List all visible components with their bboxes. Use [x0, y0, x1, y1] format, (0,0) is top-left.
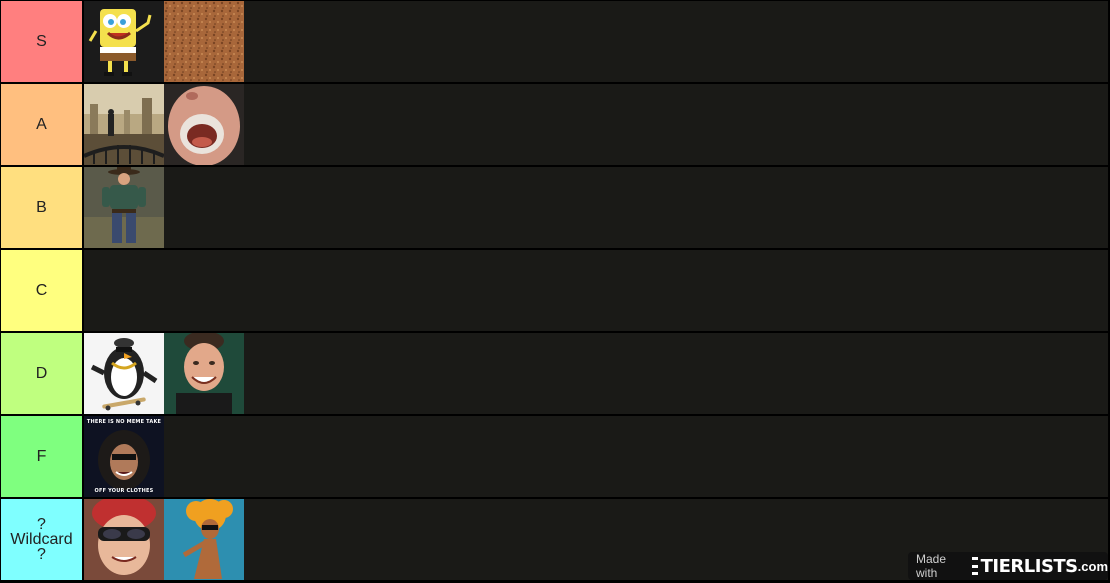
- tier-label-f[interactable]: F: [1, 416, 82, 497]
- tier-row-b: B: [0, 167, 1110, 248]
- tier-item-spongebob[interactable]: [84, 1, 164, 82]
- tier-items-s[interactable]: [84, 1, 1108, 82]
- tier-item-no-meme-take-poster[interactable]: THERE IS NO MEME TAKE OFF YOUR CLOTHES: [84, 416, 164, 497]
- tier-items-c[interactable]: [84, 250, 1108, 331]
- watermark-tld: .com: [1077, 558, 1108, 574]
- tier-item-penguin-skateboard[interactable]: [84, 333, 164, 414]
- tier-item-ruined-city-figure[interactable]: [84, 84, 164, 165]
- tierlists-logo-icon: [972, 557, 978, 575]
- tier-items-wildcard[interactable]: [84, 499, 1108, 580]
- tier-row-c: C: [0, 250, 1110, 331]
- poster-bottom-text: OFF YOUR CLOTHES: [94, 488, 154, 494]
- tier-label-c[interactable]: C: [1, 250, 82, 331]
- tier-items-d[interactable]: [84, 333, 1108, 414]
- tier-row-d: D: [0, 333, 1110, 414]
- tier-item-open-mouth-face[interactable]: [164, 84, 244, 165]
- tier-row-wildcard: ? Wildcard ?: [0, 499, 1110, 580]
- watermark-made-with: Made with: [916, 552, 947, 580]
- tier-label-wildcard-text: ? Wildcard ?: [10, 516, 73, 563]
- tier-items-a[interactable]: [84, 84, 1108, 165]
- tier-items-b[interactable]: [84, 167, 1108, 248]
- tier-label-s[interactable]: S: [1, 1, 82, 82]
- watermark-brand: TIERLISTS: [980, 555, 1079, 577]
- tier-item-goggles-kid[interactable]: [84, 499, 164, 580]
- tier-label-b[interactable]: B: [1, 167, 82, 248]
- tier-items-f[interactable]: THERE IS NO MEME TAKE OFF YOUR CLOTHES: [84, 416, 1108, 497]
- tier-row-s: S: [0, 1, 1110, 82]
- tier-row-a: A: [0, 84, 1110, 165]
- tier-label-wildcard[interactable]: ? Wildcard ?: [1, 499, 82, 580]
- tier-item-cowboy-character[interactable]: [84, 167, 164, 248]
- tier-item-cork-texture[interactable]: [164, 1, 244, 82]
- tierlists-watermark[interactable]: Made with TIERLISTS .com: [908, 552, 1108, 580]
- tier-item-afro-cartoon[interactable]: [164, 499, 244, 580]
- tier-row-f: F THERE IS NO MEME TAKE OFF YOUR CLOTHES: [0, 416, 1110, 497]
- tier-label-a[interactable]: A: [1, 84, 82, 165]
- poster-top-text: THERE IS NO MEME TAKE: [86, 419, 162, 425]
- tier-item-smiling-man[interactable]: [164, 333, 244, 414]
- tier-label-d[interactable]: D: [1, 333, 82, 414]
